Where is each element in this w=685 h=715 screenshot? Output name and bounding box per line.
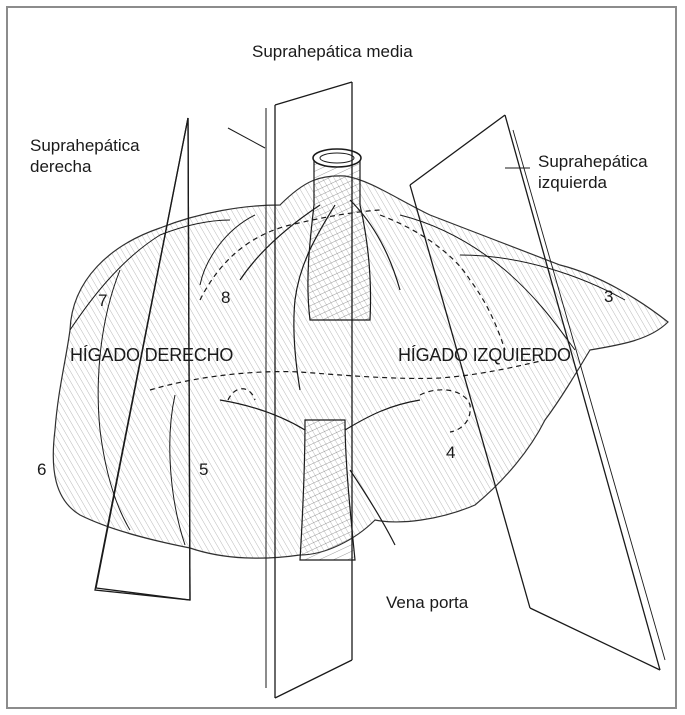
pointer-right-hepatic: [228, 128, 265, 148]
label-hepatic-left-line1: Suprahepática: [538, 152, 648, 172]
segment-label-8: 8: [221, 288, 230, 308]
label-portal-vein: Vena porta: [386, 593, 468, 613]
label-hepatic-right-line1: Suprahepática: [30, 136, 140, 156]
segment-label-7: 7: [98, 291, 107, 311]
segment-label-5: 5: [199, 460, 208, 480]
segment-label-3: 3: [604, 287, 613, 307]
label-hepatic-middle: Suprahepática media: [252, 42, 413, 62]
label-hepatic-left-line2: izquierda: [538, 173, 607, 193]
segment-label-4: 4: [446, 443, 455, 463]
label-left-liver: HÍGADO IZQUIERDO: [398, 345, 571, 365]
segment-label-6: 6: [37, 460, 46, 480]
label-right-liver: HÍGADO DERECHO: [70, 345, 233, 365]
label-hepatic-right-line2: derecha: [30, 157, 91, 177]
